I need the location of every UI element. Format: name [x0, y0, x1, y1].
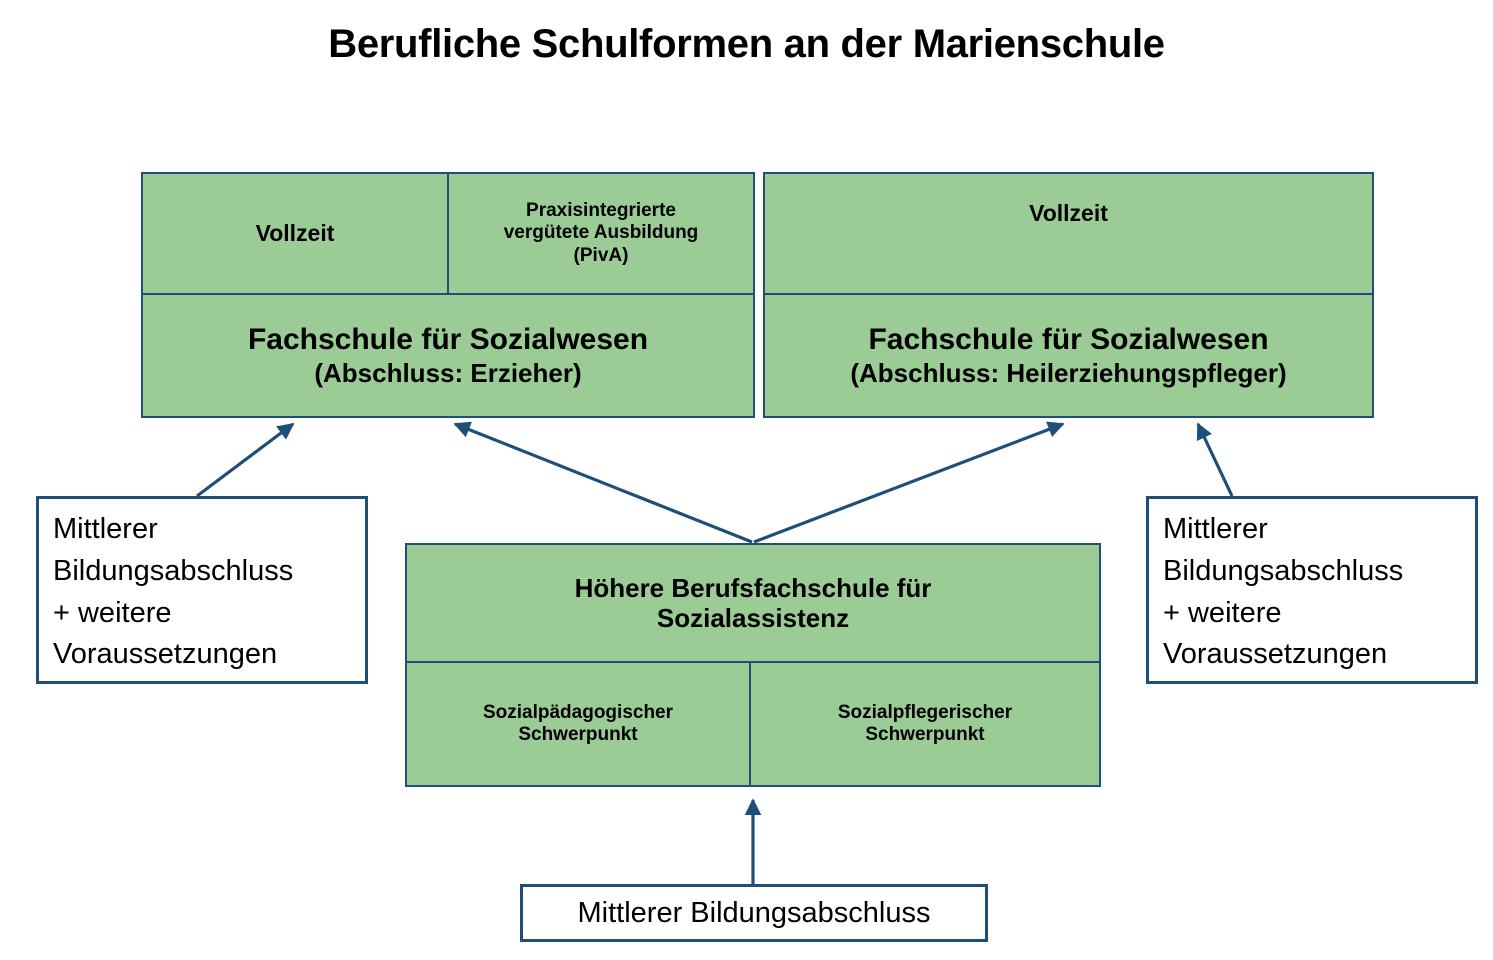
schwerpunkt-sozialpflegerisch-line1: Sozialpflegerischer: [837, 701, 1013, 723]
erzieher-mode-piva[interactable]: Praxisintegrierte vergütete Ausbildung (…: [449, 174, 753, 293]
heilerziehungspfleger-title-cell[interactable]: Fachschule für Sozialwesen (Abschluss: H…: [765, 295, 1372, 416]
note-bottom-mittlerer-bildungsabschluss[interactable]: Mittlerer Bildungsabschluss: [520, 884, 988, 942]
sozialassistenz-title-line1: Höhere Berufsfachschule für: [574, 572, 932, 603]
erzieher-mode-piva-line3: (PivA): [573, 244, 629, 266]
heilerziehungspfleger-modes-row: Vollzeit: [765, 174, 1372, 295]
block-fachschule-heilerziehungspfleger[interactable]: Vollzeit Fachschule für Sozialwesen (Abs…: [763, 172, 1374, 418]
erzieher-modes-row: Vollzeit Praxisintegrierte vergütete Aus…: [143, 174, 753, 295]
heilerziehungspfleger-mode-vollzeit[interactable]: Vollzeit: [765, 174, 1372, 293]
arrow-left-note-to-erzieher: [196, 422, 295, 498]
note-left-voraussetzungen[interactable]: Mittlerer Bildungsabschluss + weitere Vo…: [36, 496, 368, 684]
erzieher-title-line1: Fachschule für Sozialwesen: [247, 323, 649, 357]
erzieher-mode-vollzeit-label: Vollzeit: [255, 220, 335, 247]
page-title: Berufliche Schulformen an der Marienschu…: [328, 22, 1165, 66]
block-fachschule-erzieher[interactable]: Vollzeit Praxisintegrierte vergütete Aus…: [141, 172, 755, 418]
schwerpunkt-sozialpflegerisch-line2: Schwerpunkt: [865, 724, 985, 745]
schwerpunkt-sozialpaedagogisch-line2: Schwerpunkt: [518, 724, 638, 745]
sozialassistenz-title-cell[interactable]: Höhere Berufsfachschule für Sozialassist…: [407, 545, 1099, 663]
erzieher-mode-piva-line1: Praxisintegrierte: [526, 200, 676, 222]
note-right-line3: + weitere: [1163, 596, 1282, 629]
arrow-right-note-to-heilerziehungspfleger: [1196, 422, 1234, 497]
note-right-line1: Mittlerer: [1163, 513, 1268, 545]
sozialassistenz-title-line2: Sozialassistenz: [656, 603, 850, 633]
schwerpunkt-sozialpflegerisch[interactable]: Sozialpflegerischer Schwerpunkt: [751, 663, 1099, 785]
note-left-line1: Mittlerer: [53, 513, 158, 545]
arrow-sozialassistenz-to-heilerziehungspfleger: [753, 421, 1065, 544]
note-right-line2: Bildungsabschluss: [1163, 554, 1404, 587]
heilerziehungspfleger-title-line2: (Abschluss: Heilerziehungspfleger): [850, 357, 1287, 388]
schwerpunkt-sozialpaedagogisch[interactable]: Sozialpädagogischer Schwerpunkt: [407, 663, 751, 785]
schwerpunkt-sozialpaedagogisch-line1: Sozialpädagogischer: [482, 701, 674, 723]
note-right-line4: Voraussetzungen: [1163, 638, 1388, 671]
note-bottom-label: Mittlerer Bildungsabschluss: [577, 896, 931, 929]
note-left-line3: + weitere: [53, 596, 172, 629]
erzieher-title-line2: (Abschluss: Erzieher): [314, 357, 582, 388]
erzieher-mode-vollzeit[interactable]: Vollzeit: [143, 174, 449, 293]
note-left-line2: Bildungsabschluss: [53, 554, 294, 587]
erzieher-title-cell[interactable]: Fachschule für Sozialwesen (Abschluss: E…: [143, 295, 753, 416]
sozialassistenz-schwerpunkte-row: Sozialpädagogischer Schwerpunkt Sozialpf…: [407, 663, 1099, 785]
note-left-line4: Voraussetzungen: [53, 638, 278, 671]
block-sozialassistenz[interactable]: Höhere Berufsfachschule für Sozialassist…: [405, 543, 1101, 787]
heilerziehungspfleger-title-line1: Fachschule für Sozialwesen: [868, 323, 1269, 357]
heilerziehungspfleger-mode-vollzeit-label: Vollzeit: [1029, 200, 1108, 226]
note-right-voraussetzungen[interactable]: Mittlerer Bildungsabschluss + weitere Vo…: [1146, 496, 1478, 684]
arrow-sozialassistenz-to-erzieher: [453, 421, 753, 544]
erzieher-mode-piva-line2: vergütete Ausbildung: [503, 222, 699, 244]
